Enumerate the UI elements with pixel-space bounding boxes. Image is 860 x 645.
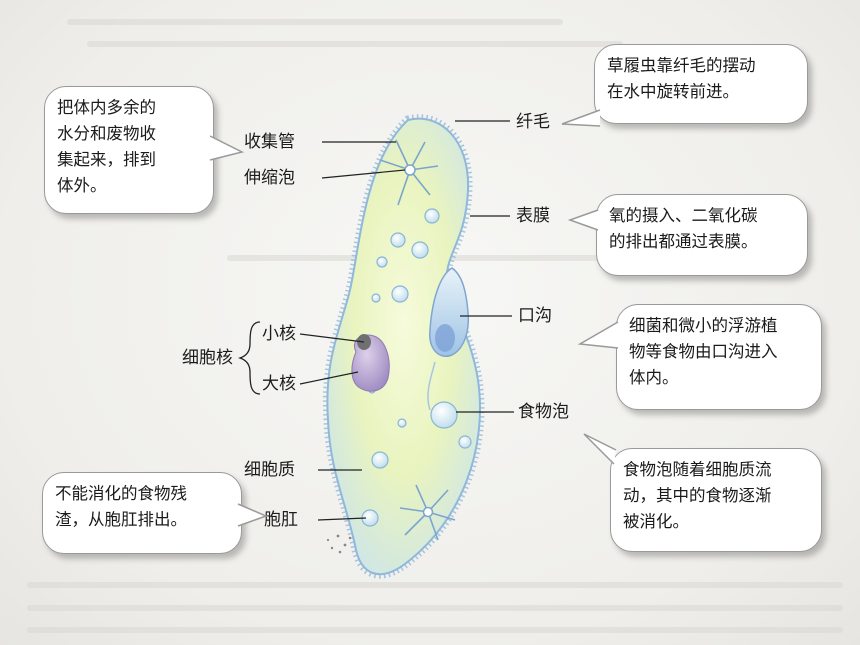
callout-line: 渣，从胞肛排出。 <box>55 510 187 529</box>
callout-contractile: 把体内多余的 水分和废物收 集起来，排到 体外。 <box>44 86 214 214</box>
leader-lines <box>299 120 514 521</box>
callout-pellicle: 氧的摄入、二氧化碳 的排出都通过表膜。 <box>596 194 808 276</box>
food-vacuoles <box>361 208 472 527</box>
callout-anal-pore: 不能消化的食物残 渣，从胞肛排出。 <box>42 472 242 554</box>
label-nucleus: 细胞核 <box>182 348 233 368</box>
callout-food-vacuole: 食物泡随着细胞质流 动，其中的食物逐渐 被消化。 <box>610 448 822 552</box>
callout-line: 在水中旋转前进。 <box>607 82 739 101</box>
callout-line: 被消化。 <box>623 512 689 531</box>
callout-oral-groove: 细菌和微小的浮游植 物等食物由口沟进入 体内。 <box>616 304 822 410</box>
callout-line: 体内。 <box>629 368 679 387</box>
label-anal-pore: 胞肛 <box>264 510 298 530</box>
callout-line: 把体内多余的 <box>57 98 156 117</box>
callout-tail-pellicle <box>567 209 599 231</box>
label-pellicle: 表膜 <box>516 206 550 226</box>
debris-dots <box>326 534 352 554</box>
callout-tail-anal-pore <box>237 503 269 527</box>
label-contractile-vacuole: 伸缩泡 <box>244 168 295 188</box>
cell-body <box>326 117 482 576</box>
label-oral-groove: 口沟 <box>518 306 552 326</box>
label-cilia: 纤毛 <box>516 112 550 132</box>
label-food-vacuole: 食物泡 <box>518 402 569 422</box>
label-cytoplasm: 细胞质 <box>244 460 295 480</box>
callout-tail-contractile <box>209 135 245 161</box>
label-collecting-tube: 收集管 <box>244 132 295 152</box>
callout-line: 不能消化的食物残 <box>55 484 187 503</box>
label-micronucleus: 小核 <box>262 324 296 344</box>
callout-line: 物等食物由口沟进入 <box>629 342 778 361</box>
callout-line: 体外。 <box>57 176 107 195</box>
callout-line: 食物泡随着细胞质流 <box>623 460 772 479</box>
callout-line: 氧的摄入、二氧化碳 <box>609 206 758 225</box>
callout-line: 草履虫靠纤毛的摆动 <box>607 56 756 75</box>
callout-line: 动，其中的食物逐渐 <box>623 486 772 505</box>
callout-cilia: 草履虫靠纤毛的摆动 在水中旋转前进。 <box>594 44 808 124</box>
callout-line: 集起来，排到 <box>57 150 156 169</box>
callout-tail-cilia <box>561 109 601 127</box>
nucleus-brace <box>237 321 261 395</box>
callout-line: 的排出都通过表膜。 <box>609 232 758 251</box>
label-macronucleus: 大核 <box>262 374 296 394</box>
callout-tail-food-vacuole <box>583 433 617 465</box>
callout-line: 细菌和微小的浮游植 <box>629 316 778 335</box>
callout-tail-oral-groove <box>577 321 619 349</box>
callout-line: 水分和废物收 <box>57 124 156 143</box>
